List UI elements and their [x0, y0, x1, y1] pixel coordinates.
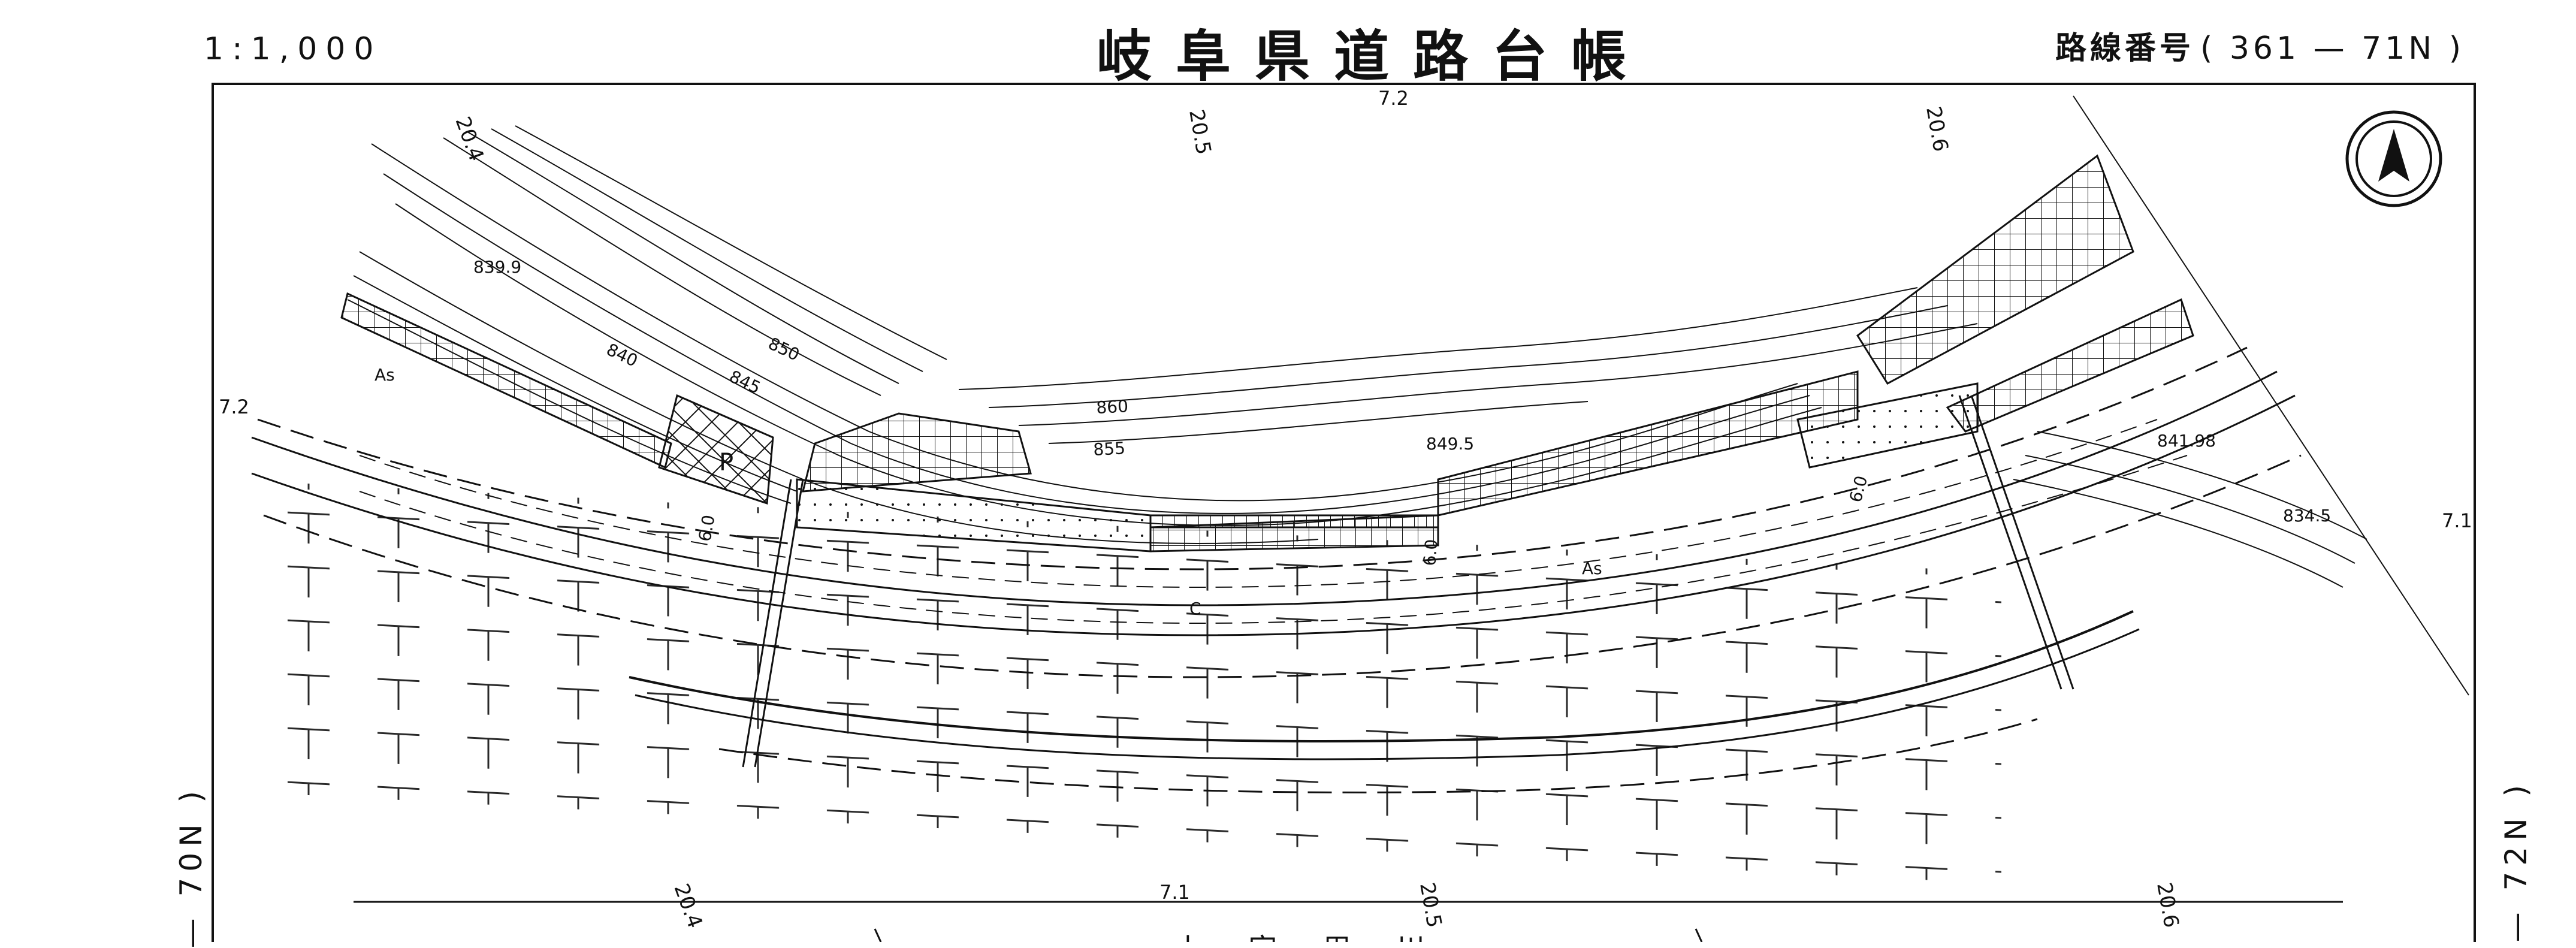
marker-c: C [1189, 599, 1201, 618]
elevation-label: 834.5 [2283, 506, 2331, 526]
route-number: 路線番号( 361 — 71N ) [2055, 23, 2465, 68]
width-mark: 7.1 [1159, 881, 1190, 904]
elevation-label: 841.98 [2157, 431, 2216, 451]
lane-width: 6.0 [1846, 473, 1871, 505]
width-mark: 7.2 [219, 395, 249, 418]
river-label: 上 宮 用 川 [1174, 932, 1443, 942]
chainage-bottom: 20.4 20.5 20.6 [669, 880, 2184, 931]
elevation-label: 845 [726, 366, 763, 397]
chainage-top-label: 20.4 [451, 113, 488, 164]
cross-section-lines [742, 95, 2469, 768]
marker-p: P [719, 449, 733, 476]
elevation-label: 849.5 [1426, 434, 1474, 454]
chainage-bottom-label: 20.4 [669, 880, 707, 931]
width-marks: 7.2 7.2 7.1 7.1 [219, 87, 2472, 904]
chainage-top: 20.4 20.5 20.6 [451, 105, 1953, 165]
bank-symbols [264, 481, 2001, 884]
elevation-label: 860 [1096, 396, 1129, 418]
page-title: 岐阜県道路台帳 [1097, 25, 1651, 89]
road-annotations: As As 6.0 6.0 6.0 P C [375, 365, 1871, 618]
surface-label: As [375, 365, 395, 385]
elevation-label: 850 [765, 333, 802, 364]
route-number-value: ( 361 — 71N ) [2200, 31, 2465, 67]
chainage-bottom-label: 20.5 [1415, 881, 1446, 929]
profile-baseline [354, 901, 2343, 942]
elevation-label: 840 [603, 339, 641, 370]
route-number-label: 路線番号 [2055, 31, 2195, 67]
lane-width: 6.0 [1420, 538, 1442, 566]
map-frame [212, 83, 2476, 942]
chainage-top-label: 20.5 [1184, 108, 1216, 156]
elevation-label: 839.9 [473, 257, 521, 277]
chainage-top-label: 20.6 [1921, 105, 1953, 153]
map-scale: 1:1,000 [204, 31, 382, 67]
surface-label: As [1582, 558, 1602, 578]
lane-width: 6.0 [694, 514, 718, 544]
width-mark: 7.2 [1378, 87, 1409, 110]
elevation-label: 855 [1093, 438, 1126, 460]
elevation-labels: 839.9 840 845 850 860 855 849.5 841.98 8… [473, 257, 2331, 526]
width-mark: 7.1 [2442, 509, 2472, 532]
north-arrow-icon [2345, 110, 2442, 207]
chainage-bottom-label: 20.6 [2152, 881, 2184, 929]
